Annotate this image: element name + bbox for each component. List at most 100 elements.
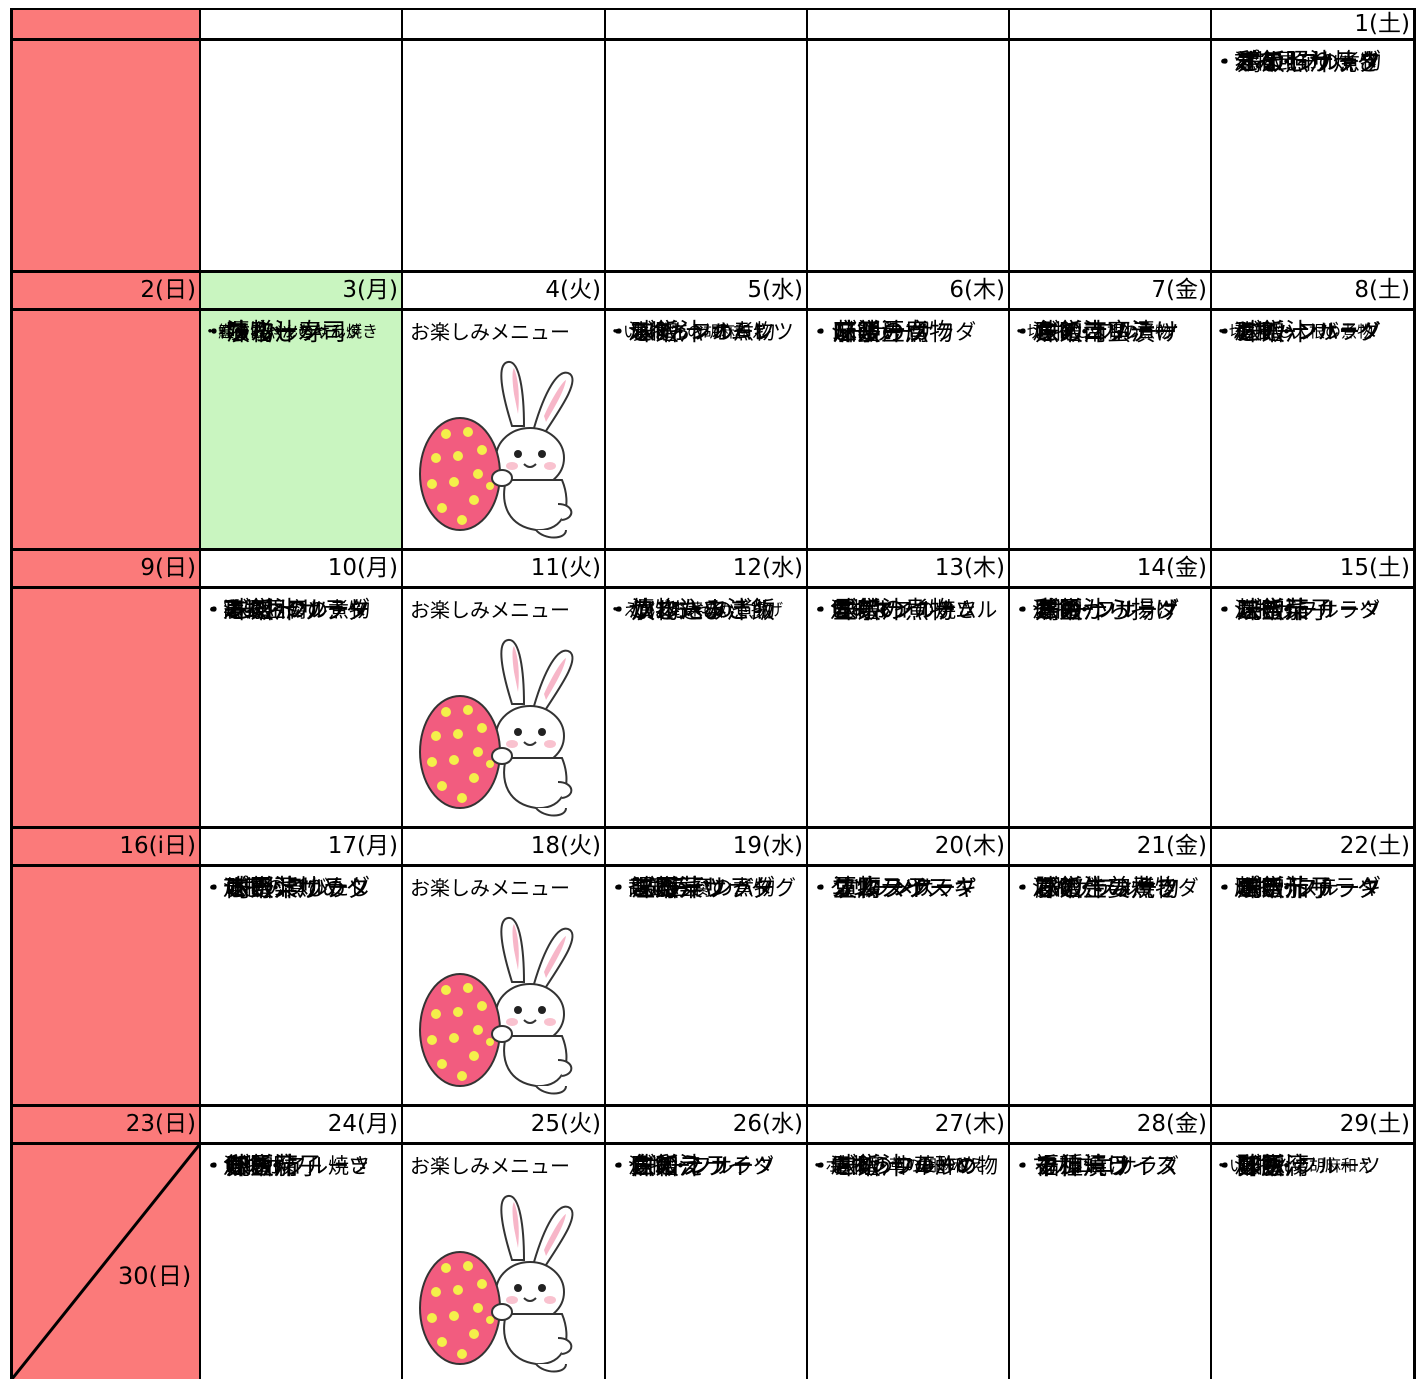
date-cell-sun: 2(日) (12, 272, 200, 308)
menu-cell-mon: ・ご飯・肉野菜炒め・茄子の煮びたし・ポテトサラダ・味噌汁・漬物・フルーツ (200, 866, 402, 1104)
menu-item: ・ホウレン草の胡麻和え (809, 1156, 986, 1175)
menu-item: ・味噌汁 (1011, 874, 1107, 902)
date-cell-thu: 27(木) (934, 1111, 1005, 1137)
date-cell-sat: 1(土) (1354, 11, 1410, 37)
date-cell-fri: 7(金) (1151, 277, 1207, 303)
date-cell-sat: 15(土) (1339, 555, 1410, 581)
menu-cell-wed (605, 40, 807, 270)
date-cell-wed: 12(水) (732, 555, 803, 581)
special-menu-label: お楽しみメニュー (410, 1154, 570, 1178)
menu-item: ・ご飯 (809, 318, 881, 346)
menu-item: ・いんげんの胡麻和え (1213, 1156, 1374, 1175)
menu-cell-thu: ・ご飯・牛肉の中華炒め・ホウレン草の胡麻和え・きゅうりの酢の物・味噌汁・漬物・フ… (807, 1144, 1009, 1379)
menu-item: ・きゅうりの酢の物 (809, 1154, 998, 1178)
date-cell-tue: 11(火) (530, 555, 601, 581)
grid-line (10, 38, 1416, 41)
menu-item: ・漬物 (202, 318, 274, 346)
grid-line (10, 8, 13, 1379)
menu-item: ・牛肉の中華炒め (809, 1154, 977, 1178)
menu-item: ・魚のホイル焼き (202, 1154, 370, 1178)
menu-item: ・漬物・フルーツ (1011, 320, 1179, 344)
menu-item: ・ご飯 (202, 1152, 274, 1180)
date-cell-wed: 26(水) (732, 1111, 803, 1137)
date-cell-wed: 5(水) (747, 277, 803, 303)
menu-item: ・シーザーサラダ (809, 320, 977, 344)
grid-line (199, 8, 201, 1379)
menu-item: ・ちらし寿司 (202, 318, 346, 346)
menu-item: ・味噌汁 (202, 874, 298, 902)
menu-item: ・ご飯 (202, 874, 274, 902)
menu-item: ・フルーツ (809, 874, 929, 902)
diagonal-divider (12, 1144, 200, 1379)
menu-item: ・魚のフライ (607, 1152, 751, 1180)
menu-cell-sun (12, 40, 200, 270)
menu-item: ・グリーンサラダ (1011, 598, 1178, 622)
menu-item: ・ご飯 (1213, 874, 1285, 902)
menu-item: ・かきたま汁 (607, 596, 751, 624)
menu-cell-tue (402, 40, 605, 270)
menu-item: ・漬物・フルーツ (607, 320, 775, 344)
menu-cell-sat: ・ご飯・厚揚げステーキ・焼き茄子・ポテトサラダ・味噌汁・漬物・フルーツ (1211, 866, 1414, 1104)
menu-item: ・魚のホイル焼き (809, 598, 977, 622)
menu-cell-thu: ・ご飯・麻婆豆腐・茄子の煮物・シーザーサラダ・味噌汁・フルーツ (807, 310, 1009, 548)
grid-line (10, 270, 1416, 273)
menu-item: ・味噌汁 (607, 874, 703, 902)
grid-line (604, 8, 606, 1379)
date-cell-thu: 13(木) (934, 555, 1005, 581)
special-menu-label: お楽しみメニュー (410, 598, 570, 622)
menu-cell-sun (12, 588, 200, 826)
date-cell-sun (12, 10, 200, 38)
menu-item: ・オムライス (809, 874, 951, 902)
grid-line (806, 8, 808, 1379)
menu-item: ・鶏の照り焼き (1213, 48, 1381, 76)
grid-line (401, 8, 403, 1379)
menu-item: ・厚揚げステーキ (1213, 876, 1381, 900)
menu-item: ・春キャベツのサラダ (202, 322, 363, 341)
menu-item: ・ご飯 (1011, 874, 1083, 902)
menu-item: ・漬物・フルーツ (809, 598, 977, 622)
menu-item: ・切り干し大根の煮物 (1213, 322, 1374, 341)
menu-item: ・スパゲティサラダ (1011, 876, 1199, 900)
menu-item: ・鮭のちゃんちゃん焼き (202, 322, 379, 341)
date-cell-sun: 16(i日) (12, 828, 200, 864)
menu-item: ・ご飯 (607, 874, 679, 902)
date-cell-wed: 19(水) (732, 833, 803, 859)
menu-cell-fri: ・カレーライス・マカロニサラダ・千種焼・福神漬け・フルーツ (1009, 1144, 1211, 1379)
date-cell-thu: 20(木) (934, 833, 1005, 859)
grid-line (1210, 8, 1212, 1379)
menu-cell-thu: ・オムライス・豆腐ステーキ・グリーンサラダ・コンソメスープ・漬物・フルーツ (807, 866, 1009, 1104)
menu-item: ・ご飯 (1213, 596, 1285, 624)
menu-item: ・卵豆腐 (202, 1152, 298, 1180)
menu-item: ・ご飯 (809, 596, 881, 624)
menu-item: ・八宝菜 (1213, 596, 1309, 624)
menu-item: ・ご飯 (809, 1152, 881, 1180)
bunny-with-easter-egg-illustration (419, 1195, 574, 1373)
menu-item: ・漬物・フルーツ (1011, 876, 1179, 900)
menu-item: ・味噌汁 (202, 1152, 298, 1180)
extra-date-label: 30(日) (118, 1262, 192, 1290)
date-cell-fri (1009, 10, 1211, 38)
menu-item: ・酢豚 (1213, 1152, 1285, 1180)
menu-item: ・ご飯 (202, 596, 274, 624)
grid-line (1413, 8, 1416, 1379)
date-cell-sun: 23(日) (12, 1106, 200, 1142)
menu-cell-thu (807, 40, 1009, 270)
menu-item: ・味噌汁 (809, 318, 905, 346)
menu-cell-tue: お楽しみメニュー (402, 866, 605, 1104)
menu-item: ・卵豆腐 (1213, 1152, 1309, 1180)
menu-item: ・ピーマンのナムル (809, 598, 998, 622)
menu-item: ・ご飯 (607, 318, 679, 346)
menu-cell-fri: ・ご飯・鶏のから揚げ・グリーンサラダ・煮豆・味噌汁・漬物・フルーツ (1009, 588, 1211, 826)
menu-item: ・味噌汁 (202, 318, 298, 346)
menu-item: ・マカロニサラダ (1011, 1154, 1179, 1178)
menu-item: ・グリーンサラダ (809, 876, 976, 900)
special-menu-label: お楽しみメニュー (410, 320, 570, 344)
grid-line (10, 1104, 1416, 1107)
menu-cell-sat: ・ご飯・酢豚・いんげんの胡麻和え・卵豆腐・味噌汁・漬物・フルーツ (1211, 1144, 1414, 1379)
menu-item: ・味噌汁 (809, 1152, 905, 1180)
menu-cell-sat: ・ご飯・八宝菜・焼き茄子・シーザーサラダ・味噌汁・漬物・フルーツ (1211, 588, 1414, 826)
menu-item: ・グリーンサラダ (1213, 320, 1380, 344)
menu-item: ・かぼちゃの煮物 (607, 598, 775, 622)
